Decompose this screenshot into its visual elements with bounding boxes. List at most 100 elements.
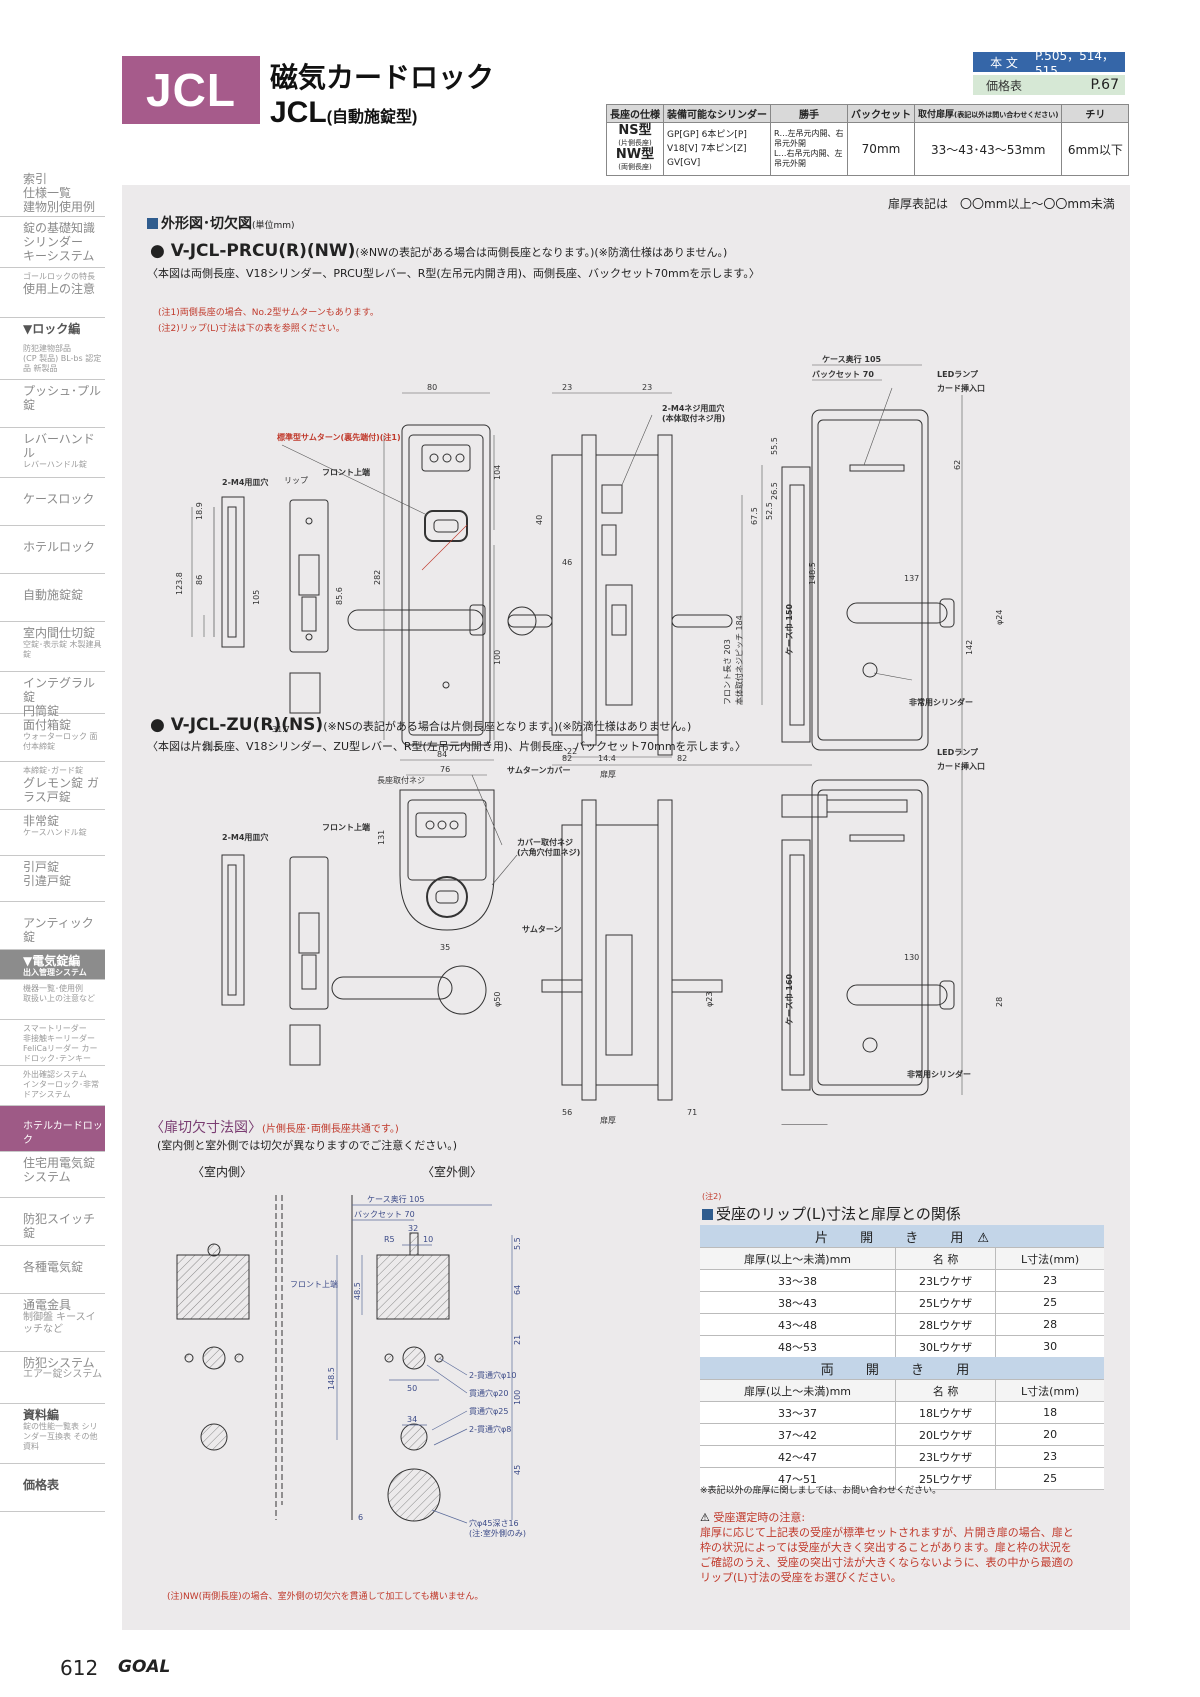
outdoor-label: 〈室外側〉 bbox=[422, 1165, 483, 1179]
dim-148-5: 148.5 bbox=[808, 562, 817, 585]
sidebar-item-smart-reader[interactable]: スマートリーダー非接触キーリーダー FeliCaリーダー カードロック･テンキー bbox=[0, 1020, 105, 1066]
label-led: LEDランプ bbox=[937, 369, 979, 379]
dim-26-5: 26.5 bbox=[770, 482, 779, 500]
cut-6: 6 bbox=[358, 1513, 363, 1522]
cutout-diagram: ケース奥行 105 バックセット 70 R5 32 10 フロント上端 48.5… bbox=[176, 1194, 526, 1538]
cut-45: 45 bbox=[513, 1465, 522, 1475]
sidebar-item-emergency[interactable]: 非常錠ケースハンドル錠 bbox=[0, 810, 105, 856]
sidebar-item-basics[interactable]: 錠の基礎知識シリンダーキーシステム bbox=[0, 217, 105, 268]
spec-cell-type: NS型 (片側長座) NW型 (両側長座) bbox=[606, 122, 664, 176]
dim-18-9: 18.9 bbox=[195, 502, 204, 520]
dim-86: 86 bbox=[195, 575, 204, 585]
dim-160: ケース巾 160 bbox=[784, 973, 794, 1025]
dim-46: 46 bbox=[562, 558, 572, 567]
cut-hole4: 2-貫通穴φ8 bbox=[469, 1424, 511, 1434]
sidebar-item-integral[interactable]: インテグラル錠円筒錠 bbox=[0, 672, 105, 718]
dim-31-7: 31.7 bbox=[272, 725, 290, 734]
spec-cell-door: 33～43･43～53mm bbox=[913, 122, 1063, 176]
lip-note-tag: (注2) bbox=[702, 1192, 722, 1201]
page-subtitle: JCL(自動施錠型) bbox=[270, 96, 418, 129]
sidebar-item-autolock[interactable]: 自動施錠錠 bbox=[0, 574, 105, 622]
sidebar-item-residential[interactable]: 住宅用電気錠システム bbox=[0, 1152, 105, 1198]
dim-56: 56 bbox=[562, 1108, 572, 1117]
sidebar-item-sliding[interactable]: 引戸錠引違戸錠 bbox=[0, 856, 105, 902]
label-cover-screw: カバー取付ネジ bbox=[517, 837, 573, 847]
brand-logo: GOAL bbox=[118, 1657, 171, 1677]
sidebar-item-lock-section[interactable]: ▼ロック編 bbox=[23, 322, 81, 336]
dim-62: 62 bbox=[953, 460, 962, 470]
sidebar-item-devices[interactable]: 機器一覧･使用例取扱い上の注意など bbox=[0, 980, 105, 1020]
cut-hole1: 2-貫通穴φ10 bbox=[469, 1370, 516, 1380]
sidebar-item-various-electric[interactable]: 各種電気錠 bbox=[0, 1246, 105, 1294]
cutout-footnote: (注)NW(両側長座)の場合、室外側の切欠穴を貫通して加工しても構いません。 bbox=[167, 1592, 484, 1602]
dim-23-b: 23 bbox=[642, 383, 652, 392]
dim-142: 142 bbox=[965, 640, 974, 655]
sidebar-item-materials[interactable]: 資料編錠の性能一覧表 シリンダー互換表 その他資料 bbox=[0, 1404, 105, 1464]
caution-body: 扉厚に応じて上記表の受座が標準セットされますが、片開き扉の場合、扉と 枠の状況に… bbox=[700, 1526, 1074, 1584]
dim-130: 130 bbox=[904, 953, 919, 962]
sidebar-item-index[interactable]: 索引仕様一覧建物別使用例 bbox=[0, 170, 105, 217]
section-title-outline: 外形図･切欠図(単位mm) bbox=[147, 213, 295, 233]
sidebar-item-security-system[interactable]: 防犯システムエアー錠システム bbox=[0, 1352, 105, 1404]
sidebar-item-antique[interactable]: アンティック錠 bbox=[0, 902, 105, 950]
sidebar-item-caselock[interactable]: ケースロック bbox=[0, 478, 105, 526]
cut-34: 34 bbox=[407, 1415, 417, 1424]
sidebar-item-deadbolt[interactable]: 本締錠･ガード錠グレモン錠 ガラス戸錠 bbox=[0, 762, 105, 810]
spec-header: 取付扉厚(表記以外は問い合わせください) bbox=[913, 104, 1063, 123]
sidebar-item-outing[interactable]: 外出確認システムインターロック･非常ドアシステム bbox=[0, 1066, 105, 1106]
ref-price-row[interactable]: 価格表 P.67 bbox=[973, 75, 1125, 95]
lip-header: 扉厚(以上～未満)mm bbox=[700, 1379, 896, 1402]
cut-hole2: 貫通穴φ20 bbox=[469, 1388, 508, 1398]
label-cover-screw2: (六角穴付皿ネジ) bbox=[517, 847, 580, 857]
model2-description: 〈本図は片側長座、V18シリンダー、ZU型レバー、R型(左吊元内開き用)、片側長… bbox=[147, 740, 746, 753]
dim-24: φ24 bbox=[995, 610, 1004, 625]
sidebar-item-hotel-card[interactable]: ホテルカードロック bbox=[0, 1106, 105, 1152]
label-thumb-cover: サムターンカバー bbox=[507, 765, 570, 775]
sidebar-item-hotellock[interactable]: ホテルロック bbox=[0, 526, 105, 574]
cut-5-5: 5.5 bbox=[513, 1237, 522, 1250]
sidebar-item-lever[interactable]: レバーハンドルレバーハンドル錠 bbox=[0, 428, 105, 478]
label-front: フロント上端 bbox=[322, 467, 370, 477]
cut-148-5: 148.5 bbox=[327, 1367, 336, 1390]
diagram-prcu: 標準型サムターン(裏先端付)(注1) 2-M4用皿穴 リップ フロント上端 80… bbox=[175, 354, 1004, 818]
sidebar-item-partition[interactable]: 室内間仕切錠空錠･表示錠 木製建具錠 bbox=[0, 622, 105, 672]
label-door: 扉厚 bbox=[600, 769, 616, 779]
dim-55-5: 55.5 bbox=[770, 437, 779, 455]
lip-header: 扉厚(以上～未満)mm bbox=[700, 1247, 896, 1270]
cutout-title: 〈扉切欠寸法図〉(片側長座･両側長座共通です。) bbox=[150, 1120, 399, 1136]
dim-28: 28 bbox=[995, 997, 1004, 1007]
sidebar-nav: 索引仕様一覧建物別使用例 錠の基礎知識シリンダーキーシステム ゴールロックの特長… bbox=[0, 170, 105, 1512]
warning-icon: ⚠ bbox=[700, 1511, 710, 1524]
lip-single-caption: 片 開 き 用⚠ bbox=[700, 1225, 1104, 1248]
dim-184: 本体取付ネジピッチ 184 bbox=[734, 615, 744, 705]
sidebar-item-power-fitting[interactable]: 通電金具制御盤 キースイッチなど bbox=[0, 1294, 105, 1352]
sidebar-item-security-switch[interactable]: 防犯スイッチ錠 bbox=[0, 1198, 105, 1246]
page-number: 612 bbox=[60, 1656, 99, 1680]
sidebar-item-electric-section[interactable]: ▼電気錠編出入管理システム bbox=[0, 950, 105, 980]
sidebar-item-surface[interactable]: 面付箱錠ウォーターロック 面付本締錠 bbox=[0, 714, 105, 762]
spec-header: チリ bbox=[1061, 104, 1130, 123]
square-bullet-icon bbox=[702, 1209, 713, 1220]
sidebar-item-push-pull[interactable]: プッシュ･プル錠 bbox=[0, 380, 105, 428]
spec-cell-hand: R…左吊元内開、右吊元外開 L…右吊元内開、左吊元外開 bbox=[770, 122, 848, 176]
lip-header: 名 称 bbox=[894, 1379, 996, 1402]
reference-box: 本 文 P.505，514，515 価格表 P.67 bbox=[973, 49, 1125, 98]
cut-backset: バックセット 70 bbox=[354, 1210, 415, 1219]
dim-50: φ50 bbox=[493, 992, 502, 1007]
sidebar-item-cp[interactable]: 防犯建物部品(CP 製品) BL-bs 認定品 新製品 bbox=[0, 340, 105, 380]
page-title: 磁気カードロック bbox=[270, 61, 495, 94]
lip-double-caption: 両 開 き 用 bbox=[700, 1357, 1104, 1380]
door-thickness-note: 扉厚表記は 〇〇mm以上～〇〇mm未満 bbox=[888, 197, 1115, 211]
cut-64: 64 bbox=[513, 1285, 522, 1295]
dim-84: 84 bbox=[437, 750, 447, 759]
note2: (注2)リップ(L)寸法は下の表を参照ください。 bbox=[158, 324, 345, 334]
spec-table: 長座の仕様 装備可能なシリンダー 勝手 バックセット 取付扉厚(表記以外は問い合… bbox=[606, 104, 1130, 176]
sidebar-item-price[interactable]: 価格表 bbox=[0, 1464, 105, 1512]
sidebar-item-features[interactable]: ゴールロックの特長使用上の注意 bbox=[0, 268, 105, 318]
ref-main-row[interactable]: 本 文 P.505，514，515 bbox=[973, 49, 1125, 78]
